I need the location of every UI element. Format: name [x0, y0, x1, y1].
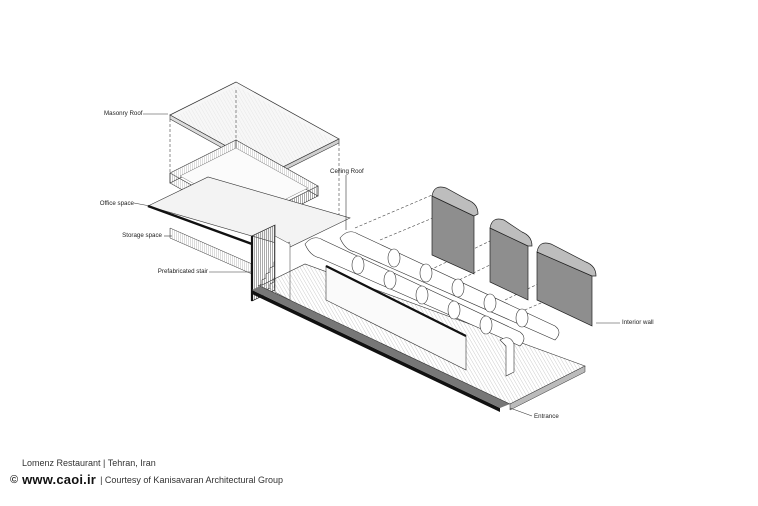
- label-interior-wall: Interior wall: [622, 319, 654, 326]
- credit-text: | Courtesy of Kanisavaran Architectural …: [100, 474, 284, 485]
- interior-wall-panel-3: [536, 242, 597, 327]
- credit-line: © www.caoi.ir | Courtesy of Kanisavaran …: [10, 472, 283, 487]
- ceiling-roof-vaults: [304, 231, 560, 377]
- interior-wall-panel-1: [431, 186, 479, 275]
- label-ceiling-roof: Ceiling Roof: [330, 168, 364, 175]
- copyright-symbol: ©: [10, 473, 19, 486]
- interior-wall-panel-2: [489, 218, 533, 301]
- label-office-space: Office space: [99, 200, 134, 207]
- site-link[interactable]: www.caoi.ir: [22, 472, 97, 487]
- masonry-roof: [169, 81, 340, 177]
- label-prefabricated-stair: Prefabricated stair: [157, 268, 208, 275]
- office-floor: [147, 176, 351, 248]
- project-caption: Lomenz Restaurant | Tehran, Iran: [22, 458, 156, 468]
- leader-lines: [133, 113, 620, 417]
- label-storage-space: Storage space: [122, 232, 162, 239]
- label-entrance: Entrance: [534, 413, 559, 420]
- label-masonry-roof: Masonry Roof: [104, 110, 143, 117]
- long-wall: [252, 286, 510, 412]
- internal-wall: [325, 265, 467, 371]
